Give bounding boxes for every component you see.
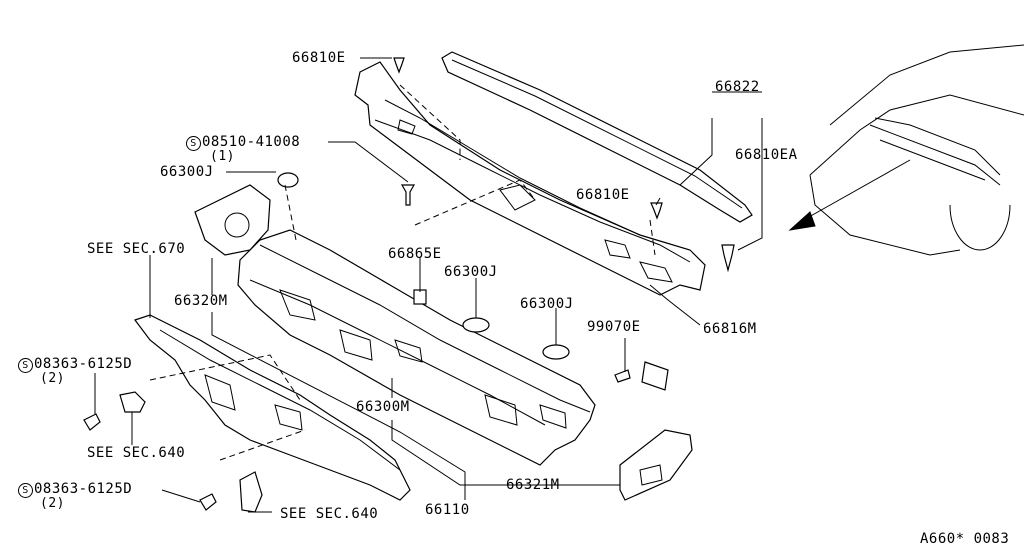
screw-99070E (614, 369, 631, 383)
label-66816M: 66816M (703, 321, 757, 337)
label-66300J-right: 66300J (520, 296, 574, 312)
label-66321M: 66321M (506, 477, 560, 493)
plug-66300J-right (542, 344, 570, 360)
plug-66300J-top (277, 172, 299, 188)
bolt-08363-a (83, 413, 101, 431)
label-66810E-top: 66810E (292, 50, 346, 66)
direction-arrow (799, 159, 911, 223)
vehicle-outline (809, 44, 1024, 256)
screw-08510 (400, 184, 416, 206)
label-66300M: 66300M (356, 399, 410, 415)
plug-66300J-mid (462, 317, 490, 333)
label-08363-qty-b: (2) (40, 496, 65, 511)
cowl-top-66816M (354, 61, 706, 296)
weatherstrip-66822 (441, 51, 753, 223)
label-66865E: 66865E (388, 246, 442, 262)
s-symbol-icon: S (18, 483, 33, 498)
s-symbol-icon: S (186, 136, 201, 151)
diagram-code: A660* 0083 (920, 531, 1010, 547)
bolt-08363-b (199, 493, 217, 511)
s-symbol-icon: S (18, 358, 33, 373)
label-08363-qty-a: (2) (40, 371, 65, 386)
clip-66810E-top (393, 57, 405, 74)
label-66300J-mid: 66300J (444, 264, 498, 280)
label-99070E: 99070E (587, 319, 641, 335)
label-66320M: 66320M (174, 293, 228, 309)
label-66110: 66110 (425, 502, 470, 518)
bracket-66320M (194, 184, 271, 256)
seal-99070E (641, 361, 669, 391)
bracket-640a (119, 391, 146, 413)
bracket-66321M (619, 429, 693, 501)
cowl-panel-66300M (237, 229, 596, 466)
clip-66865E (413, 289, 427, 305)
clip-66810E-mid (650, 202, 663, 220)
label-66810EA: 66810EA (735, 147, 798, 163)
label-see-sec-670: SEE SEC.670 (87, 241, 186, 257)
label-66810E-mid: 66810E (576, 187, 630, 203)
clip-66810EA (721, 244, 735, 273)
bracket-640b (239, 471, 263, 513)
label-66822: 66822 (715, 79, 760, 95)
label-66300J-top: 66300J (160, 164, 214, 180)
label-see-sec-640-a: SEE SEC.640 (87, 445, 186, 461)
label-08510-qty: (1) (210, 149, 235, 164)
dash-panel-66110 (134, 314, 411, 501)
label-see-sec-640-b: SEE SEC.640 (280, 506, 379, 522)
